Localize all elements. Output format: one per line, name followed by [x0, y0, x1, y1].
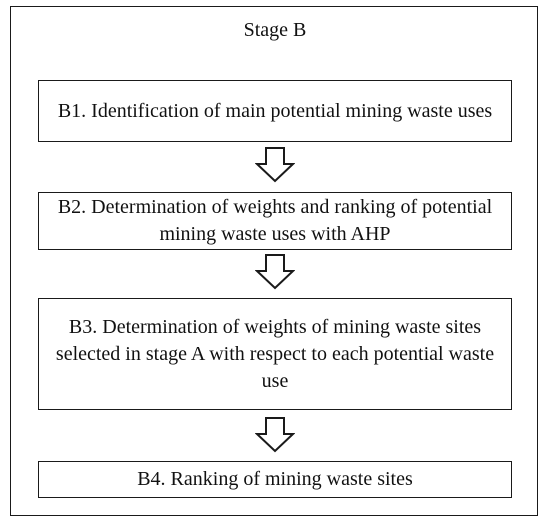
step-box-b1: B1. Identification of main potential min… — [38, 80, 512, 142]
stage-title: Stage B — [243, 19, 307, 41]
step-box-b3: B3. Determination of weights of mining w… — [38, 298, 512, 410]
down-arrow-icon — [255, 147, 295, 183]
stage-b-frame — [10, 6, 538, 516]
down-arrow-icon — [255, 254, 295, 290]
step-box-b2: B2. Determination of weights and ranking… — [38, 192, 512, 250]
down-arrow-icon — [255, 417, 295, 453]
step-box-b4: B4. Ranking of mining waste sites — [38, 461, 512, 498]
